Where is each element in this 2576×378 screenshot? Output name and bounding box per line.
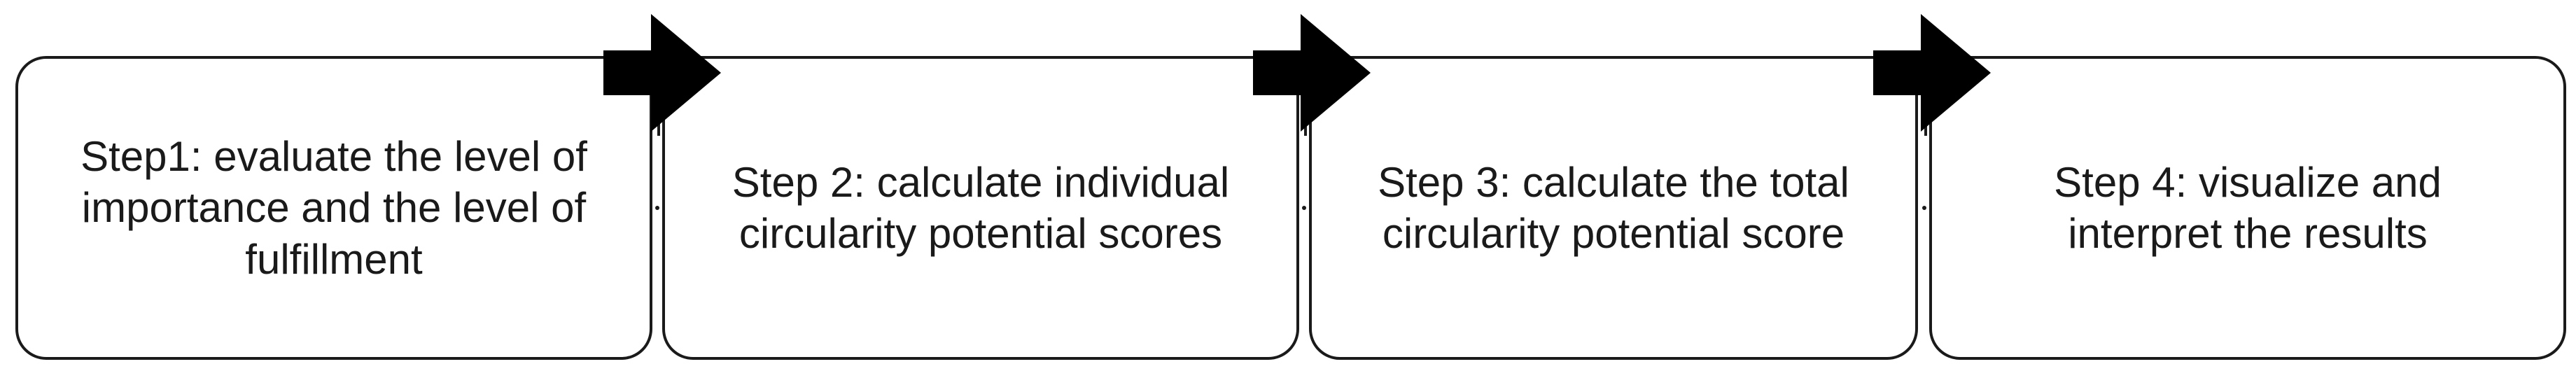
step-3-label: Step 3: calculate the total circularity …: [1378, 158, 1849, 257]
connector-1-dot: [655, 206, 659, 210]
arrow-right-icon-shape: [1873, 14, 1991, 132]
step-1-box: Step1: evaluate the level of importance …: [15, 56, 652, 360]
arrow-right-icon: [1253, 14, 1371, 132]
arrow-right-icon: [1873, 14, 1991, 132]
arrow-right-icon-shape: [603, 14, 721, 132]
arrow-right-icon-shape: [1253, 14, 1371, 132]
step-4-box: Step 4: visualize and interpret the resu…: [1929, 56, 2566, 360]
step-2-box: Step 2: calculate individual circularity…: [662, 56, 1299, 360]
connector-2-dot: [1302, 206, 1306, 210]
step-3-box: Step 3: calculate the total circularity …: [1309, 56, 1918, 360]
arrow-right-icon: [603, 14, 721, 132]
step-4-label: Step 4: visualize and interpret the resu…: [2054, 158, 2442, 257]
step-1-label: Step1: evaluate the level of importance …: [80, 133, 587, 283]
connector-3-dot: [1922, 206, 1926, 210]
step-2-label: Step 2: calculate individual circularity…: [732, 158, 1230, 257]
